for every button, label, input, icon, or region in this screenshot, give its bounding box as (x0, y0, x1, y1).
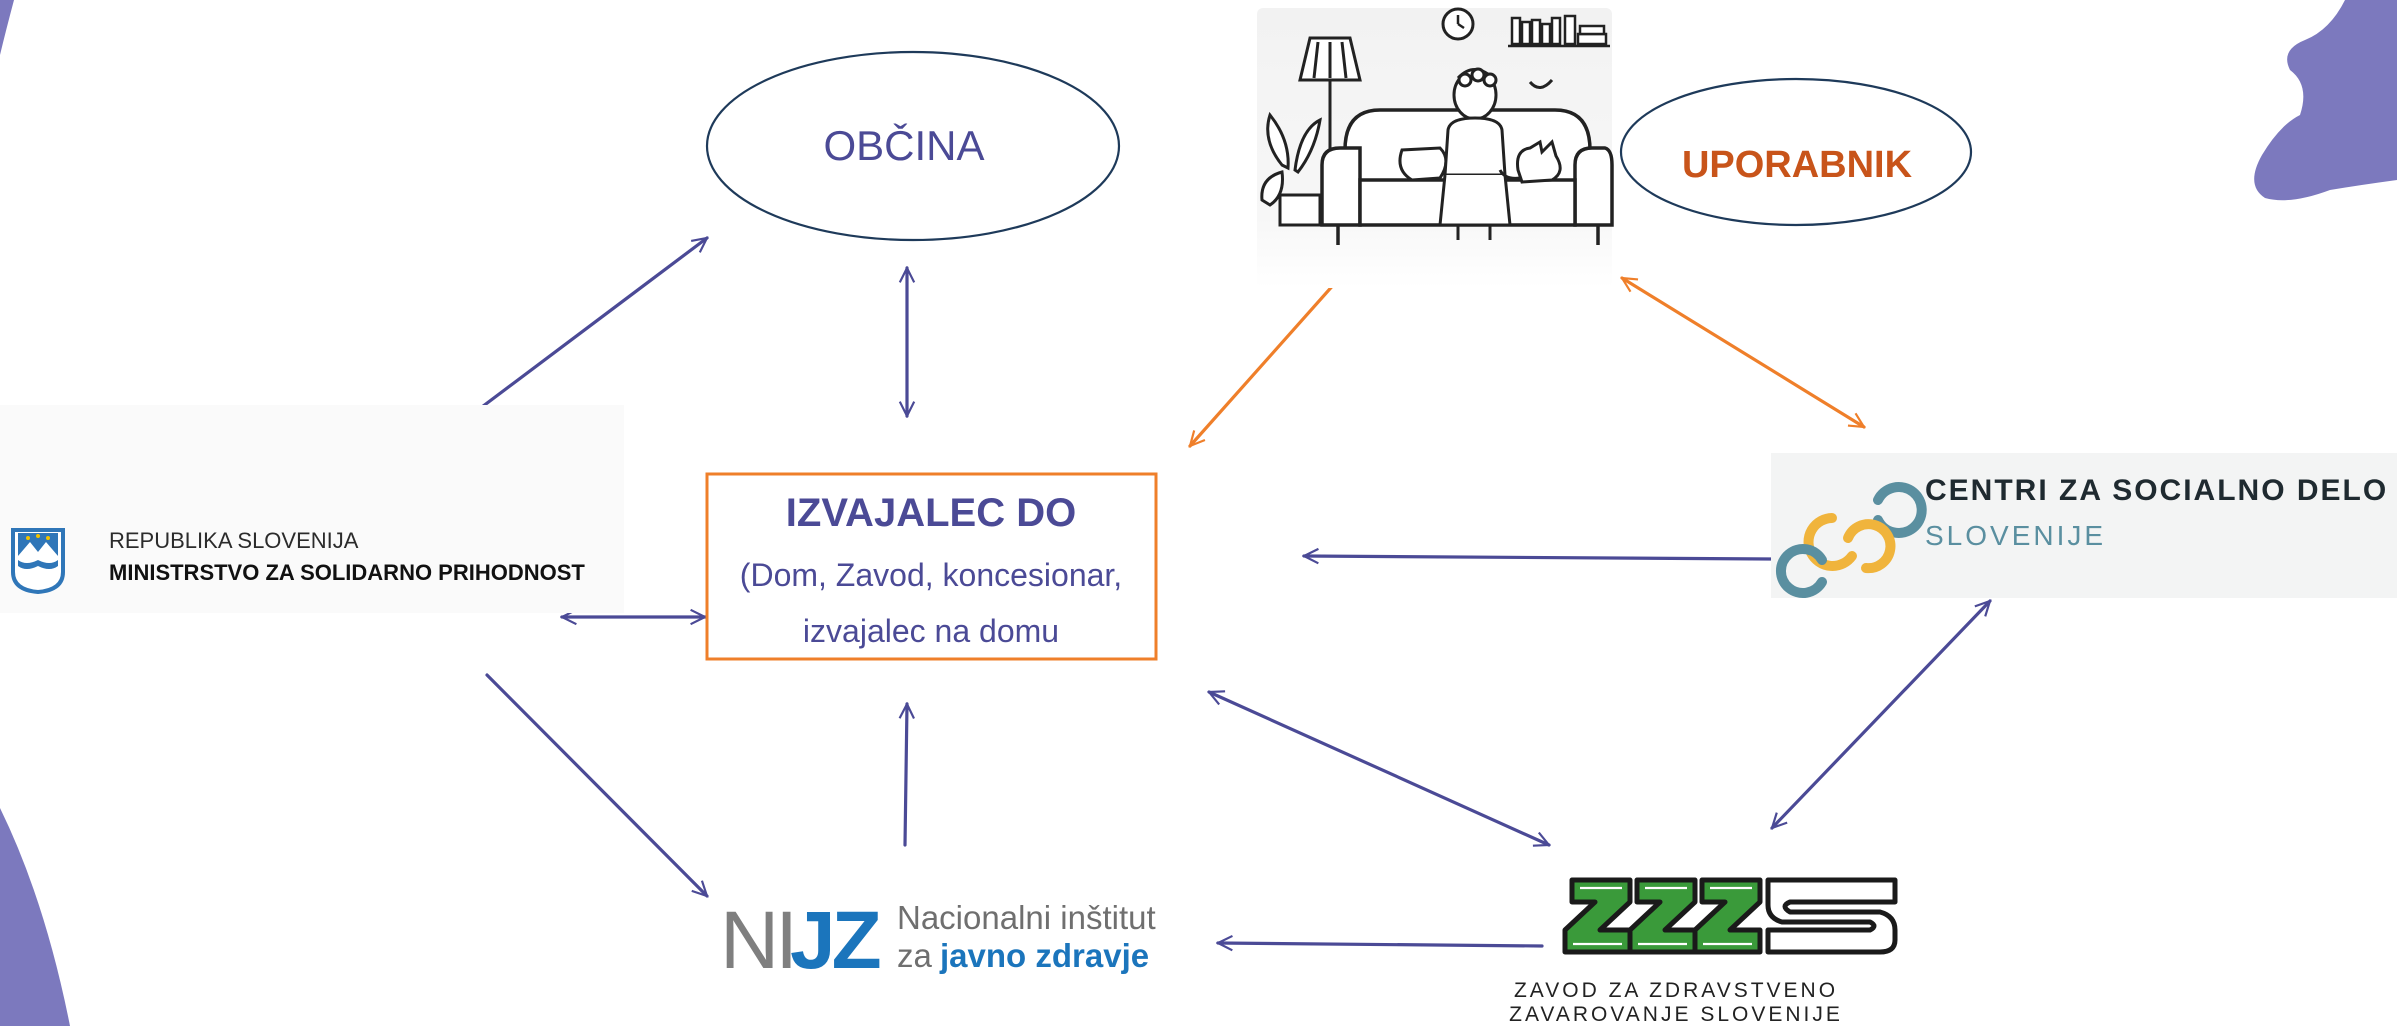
edge-csd-izvajalec (1304, 556, 1773, 559)
edge-zzzs-nijz (1218, 943, 1544, 946)
csd-line2: SLOVENIJE (1925, 520, 2106, 551)
ministry-line1: REPUBLIKA SLOVENIJA (109, 528, 359, 553)
decorative-blob-top-right (2254, 0, 2397, 201)
obcina-label: OBČINA (823, 122, 984, 169)
decorative-arc-left-top (0, 0, 14, 55)
izvajalec-title: IZVAJALEC DO (786, 491, 1076, 535)
nijz-line2-prefix: za (897, 937, 933, 974)
zzzs-logo-icon (1562, 877, 1898, 955)
cat-icon (1498, 139, 1562, 184)
person-icon (1438, 67, 1512, 240)
plant-icon (1260, 111, 1322, 227)
izvajalec-box (705, 472, 1158, 661)
node-zzzs: ZAVOD ZA ZDRAVSTVENO ZAVAROVANJE SLOVENI… (1509, 877, 1898, 1026)
nijz-line2-bold: javno zdravje (939, 937, 1149, 974)
edge-uporabnik-csd (1622, 276, 1864, 429)
node-csd: CENTRI ZA SOCIALNO DELO SLOVENIJE (1771, 453, 2397, 598)
izvajalec-line1: (Dom, Zavod, koncesionar, (740, 557, 1122, 593)
edge-csd-zzzs (1772, 601, 1990, 828)
node-ministry: REPUBLIKA SLOVENIJA MINISTRSTVO ZA SOLID… (0, 405, 624, 613)
zzzs-line1: ZAVOD ZA ZDRAVSTVENO (1514, 979, 1838, 1002)
slovenia-coat-of-arms-icon (11, 528, 65, 595)
node-obcina: OBČINA (705, 50, 1121, 242)
edge-nijz-izvajalec (905, 704, 907, 847)
decorative-arc-left-bottom (0, 808, 70, 1026)
izvajalec-line2: izvajalec na domu (803, 613, 1059, 649)
ministry-line2: MINISTRSTVO ZA SOLIDARNO PRIHODNOST (109, 560, 585, 585)
uporabnik-ellipse (1619, 77, 1973, 227)
nijz-line1: Nacionalni inštitut (897, 899, 1156, 936)
nijz-mark-jz: JZ (790, 895, 880, 986)
edges-group (422, 236, 1990, 946)
node-uporabnik: UPORABNIK (1619, 77, 1973, 227)
edge-ministry-nijz (485, 673, 707, 896)
obcina-ellipse (705, 50, 1121, 242)
lamp-icon (1298, 36, 1362, 217)
edge-izvajalec-uporabnik (1190, 264, 1352, 446)
zzzs-line2: ZAVAROVANJE SLOVENIJE (1509, 1003, 1843, 1026)
user-illustration (1257, 7, 1614, 288)
csd-linked-rings-icon (1775, 482, 1927, 598)
csd-line1: CENTRI ZA SOCIALNO DELO (1925, 474, 2388, 507)
bookshelf-icon (1508, 14, 1610, 48)
uporabnik-label: UPORABNIK (1682, 144, 1913, 186)
edge-izvajalec-zzzs (1209, 692, 1549, 845)
node-izvajalec: IZVAJALEC DO (Dom, Zavod, koncesionar, i… (705, 472, 1158, 661)
nijz-mark-ni: NI (720, 895, 794, 986)
node-nijz: NI JZ Nacionalni inštitut za javno zdrav… (720, 895, 1156, 986)
